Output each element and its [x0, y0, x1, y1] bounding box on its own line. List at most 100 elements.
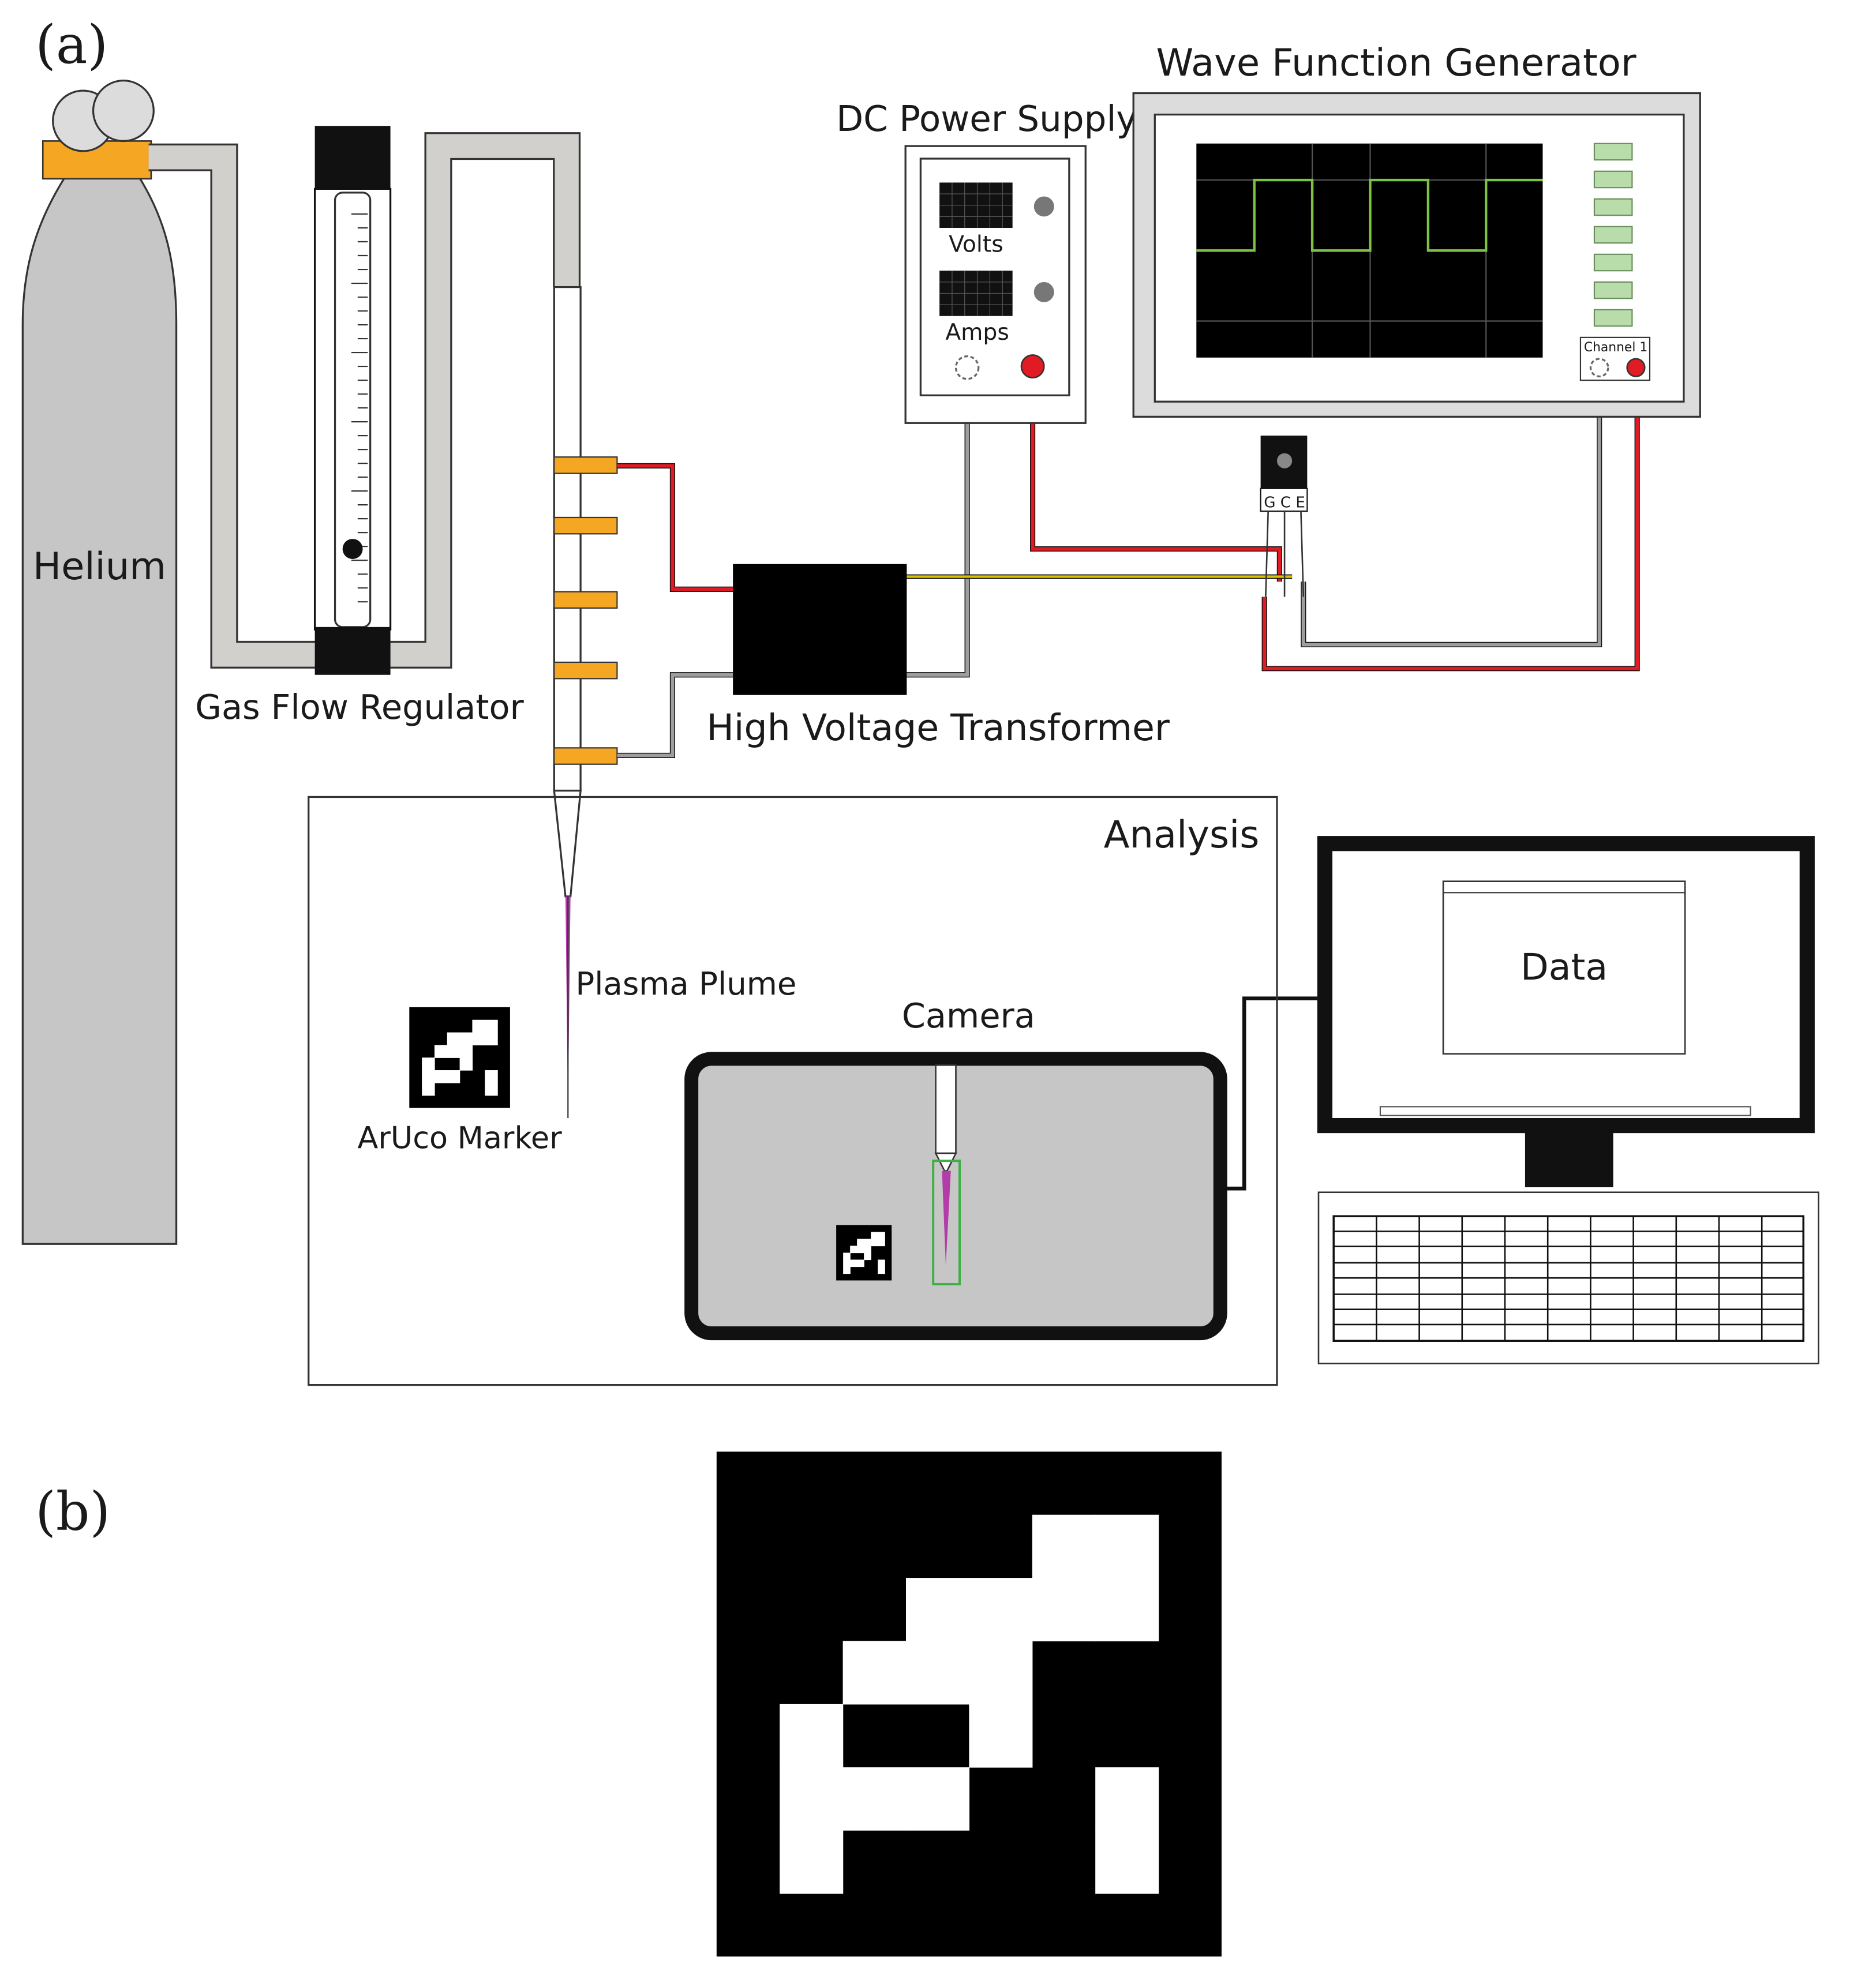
channel-negative-terminal	[1589, 358, 1609, 378]
aruco-small-cell	[447, 1070, 460, 1083]
aruco-large-cell	[905, 1767, 970, 1831]
aruco-cam-cell	[864, 1252, 871, 1261]
aruco-cam-cell	[864, 1239, 871, 1247]
gas-flow-regulator: Gas Flow Regulator	[195, 126, 525, 727]
aruco-small-cell	[459, 1032, 473, 1046]
camera-plasma-plume	[942, 1171, 951, 1266]
aruco-small-cell	[485, 1070, 498, 1083]
aruco-large-cell	[969, 1641, 1033, 1705]
plume-detection-box	[932, 1160, 961, 1286]
generator-button	[1593, 142, 1633, 161]
high-voltage-transformer: High Voltage Transformer	[706, 564, 1170, 749]
aruco-cam-cell	[857, 1259, 864, 1267]
aruco-large-cell	[969, 1578, 1033, 1642]
high-voltage-transformer-label: High Voltage Transformer	[706, 706, 1170, 749]
aruco-cam-cell	[850, 1259, 857, 1267]
channel-label: Channel 1	[1584, 340, 1647, 355]
cylinder-valve-knob-right	[92, 80, 155, 142]
dc-negative-terminal	[954, 355, 980, 380]
wire-red-electrode	[617, 463, 733, 592]
aruco-small-cell	[459, 1057, 473, 1071]
aruco-large-cell	[780, 1830, 844, 1894]
monitor-stand	[1525, 1131, 1613, 1187]
camera-aruco-marker	[836, 1225, 892, 1281]
aruco-large-cell	[1095, 1767, 1159, 1831]
aruco-cam-cell	[878, 1239, 885, 1247]
aruco-marker	[409, 1007, 510, 1108]
aruco-small-cell	[472, 1032, 485, 1046]
electrode-5	[553, 747, 618, 765]
aruco-small-cell	[472, 1019, 485, 1033]
generator-button	[1593, 170, 1633, 189]
aruco-large-cell	[842, 1767, 907, 1831]
gce-label: G C E	[1264, 494, 1305, 512]
wave-function-generator: Wave Function Generator Channel 1	[1132, 41, 1701, 418]
aruco-large-cell	[1032, 1514, 1096, 1578]
aruco-large-cell	[1095, 1578, 1159, 1642]
aruco-large-cell	[1095, 1514, 1159, 1578]
aruco-cam-cell	[871, 1239, 878, 1247]
igbt-transistor: G C E	[1260, 436, 1308, 597]
camera-view	[684, 1052, 1227, 1341]
helium-cylinder: Helium	[21, 80, 178, 1245]
analysis-box: Analysis ArUco Marker Camera	[308, 796, 1278, 1386]
aruco-cam-cell	[857, 1239, 864, 1247]
flow-float-ball	[342, 539, 363, 559]
electrode-4	[553, 661, 618, 680]
aruco-small-cell	[485, 1082, 498, 1096]
aruco-cam-cell	[878, 1232, 885, 1240]
aruco-small-cell	[485, 1032, 498, 1046]
plasma-jet-tube: Plasma Plume	[553, 286, 796, 1118]
data-label: Data	[1521, 946, 1608, 988]
camera-cable	[1226, 996, 1317, 1191]
volts-knob	[1033, 196, 1054, 217]
generator-button	[1593, 281, 1633, 299]
gas-tubing	[148, 132, 581, 669]
dc-positive-terminal	[1020, 354, 1045, 379]
aruco-marker-large	[716, 1451, 1222, 1957]
aruco-large-cell	[905, 1578, 970, 1642]
electrode-1	[553, 456, 618, 474]
amps-label: Amps	[945, 320, 1009, 346]
helium-label: Helium	[33, 545, 166, 588]
aruco-small-cell	[434, 1070, 448, 1083]
volts-label: Volts	[949, 231, 1003, 257]
aruco-large-cell	[780, 1767, 844, 1831]
dc-power-supply-label: DC Power Supply	[836, 99, 1137, 140]
amps-knob	[1033, 282, 1054, 302]
keyboard-keys	[1334, 1216, 1804, 1341]
panel-label-a: (a)	[35, 14, 108, 76]
generator-button	[1593, 253, 1633, 272]
electrode-2	[553, 516, 618, 535]
aruco-cam-cell	[864, 1246, 871, 1254]
plasma-plume-label: Plasma Plume	[575, 965, 796, 1002]
generator-buttons	[1593, 142, 1633, 327]
gas-flow-regulator-label: Gas Flow Regulator	[195, 687, 524, 727]
aruco-small-cell	[434, 1045, 448, 1058]
generator-button	[1593, 198, 1633, 216]
aruco-cam-cell	[871, 1232, 878, 1240]
data-window	[1442, 880, 1686, 1055]
generator-button	[1593, 309, 1633, 327]
aruco-cam-cell	[878, 1259, 885, 1267]
wave-function-generator-label: Wave Function Generator	[1156, 41, 1636, 85]
aruco-cam-cell	[878, 1266, 885, 1274]
aruco-large-cell	[842, 1641, 907, 1705]
wiring	[617, 370, 1640, 1191]
aruco-cam-cell	[843, 1266, 851, 1274]
aruco-small-cell	[422, 1082, 435, 1096]
aruco-small-cell	[422, 1057, 435, 1071]
aruco-large-cell	[780, 1704, 844, 1768]
aruco-small-cell	[447, 1045, 460, 1058]
aruco-small-cell	[485, 1019, 498, 1033]
channel-positive-terminal	[1626, 358, 1646, 377]
aruco-large-cell	[905, 1641, 970, 1705]
analysis-label: Analysis	[1104, 813, 1260, 857]
aruco-large-cell	[1032, 1578, 1096, 1642]
flow-scale-ticks	[351, 213, 368, 603]
aruco-cam-cell	[857, 1246, 864, 1254]
square-wave-trace	[1196, 178, 1543, 252]
aruco-cam-cell	[843, 1252, 851, 1261]
dc-power-supply: DC Power Supply Volts Amps	[836, 99, 1137, 424]
